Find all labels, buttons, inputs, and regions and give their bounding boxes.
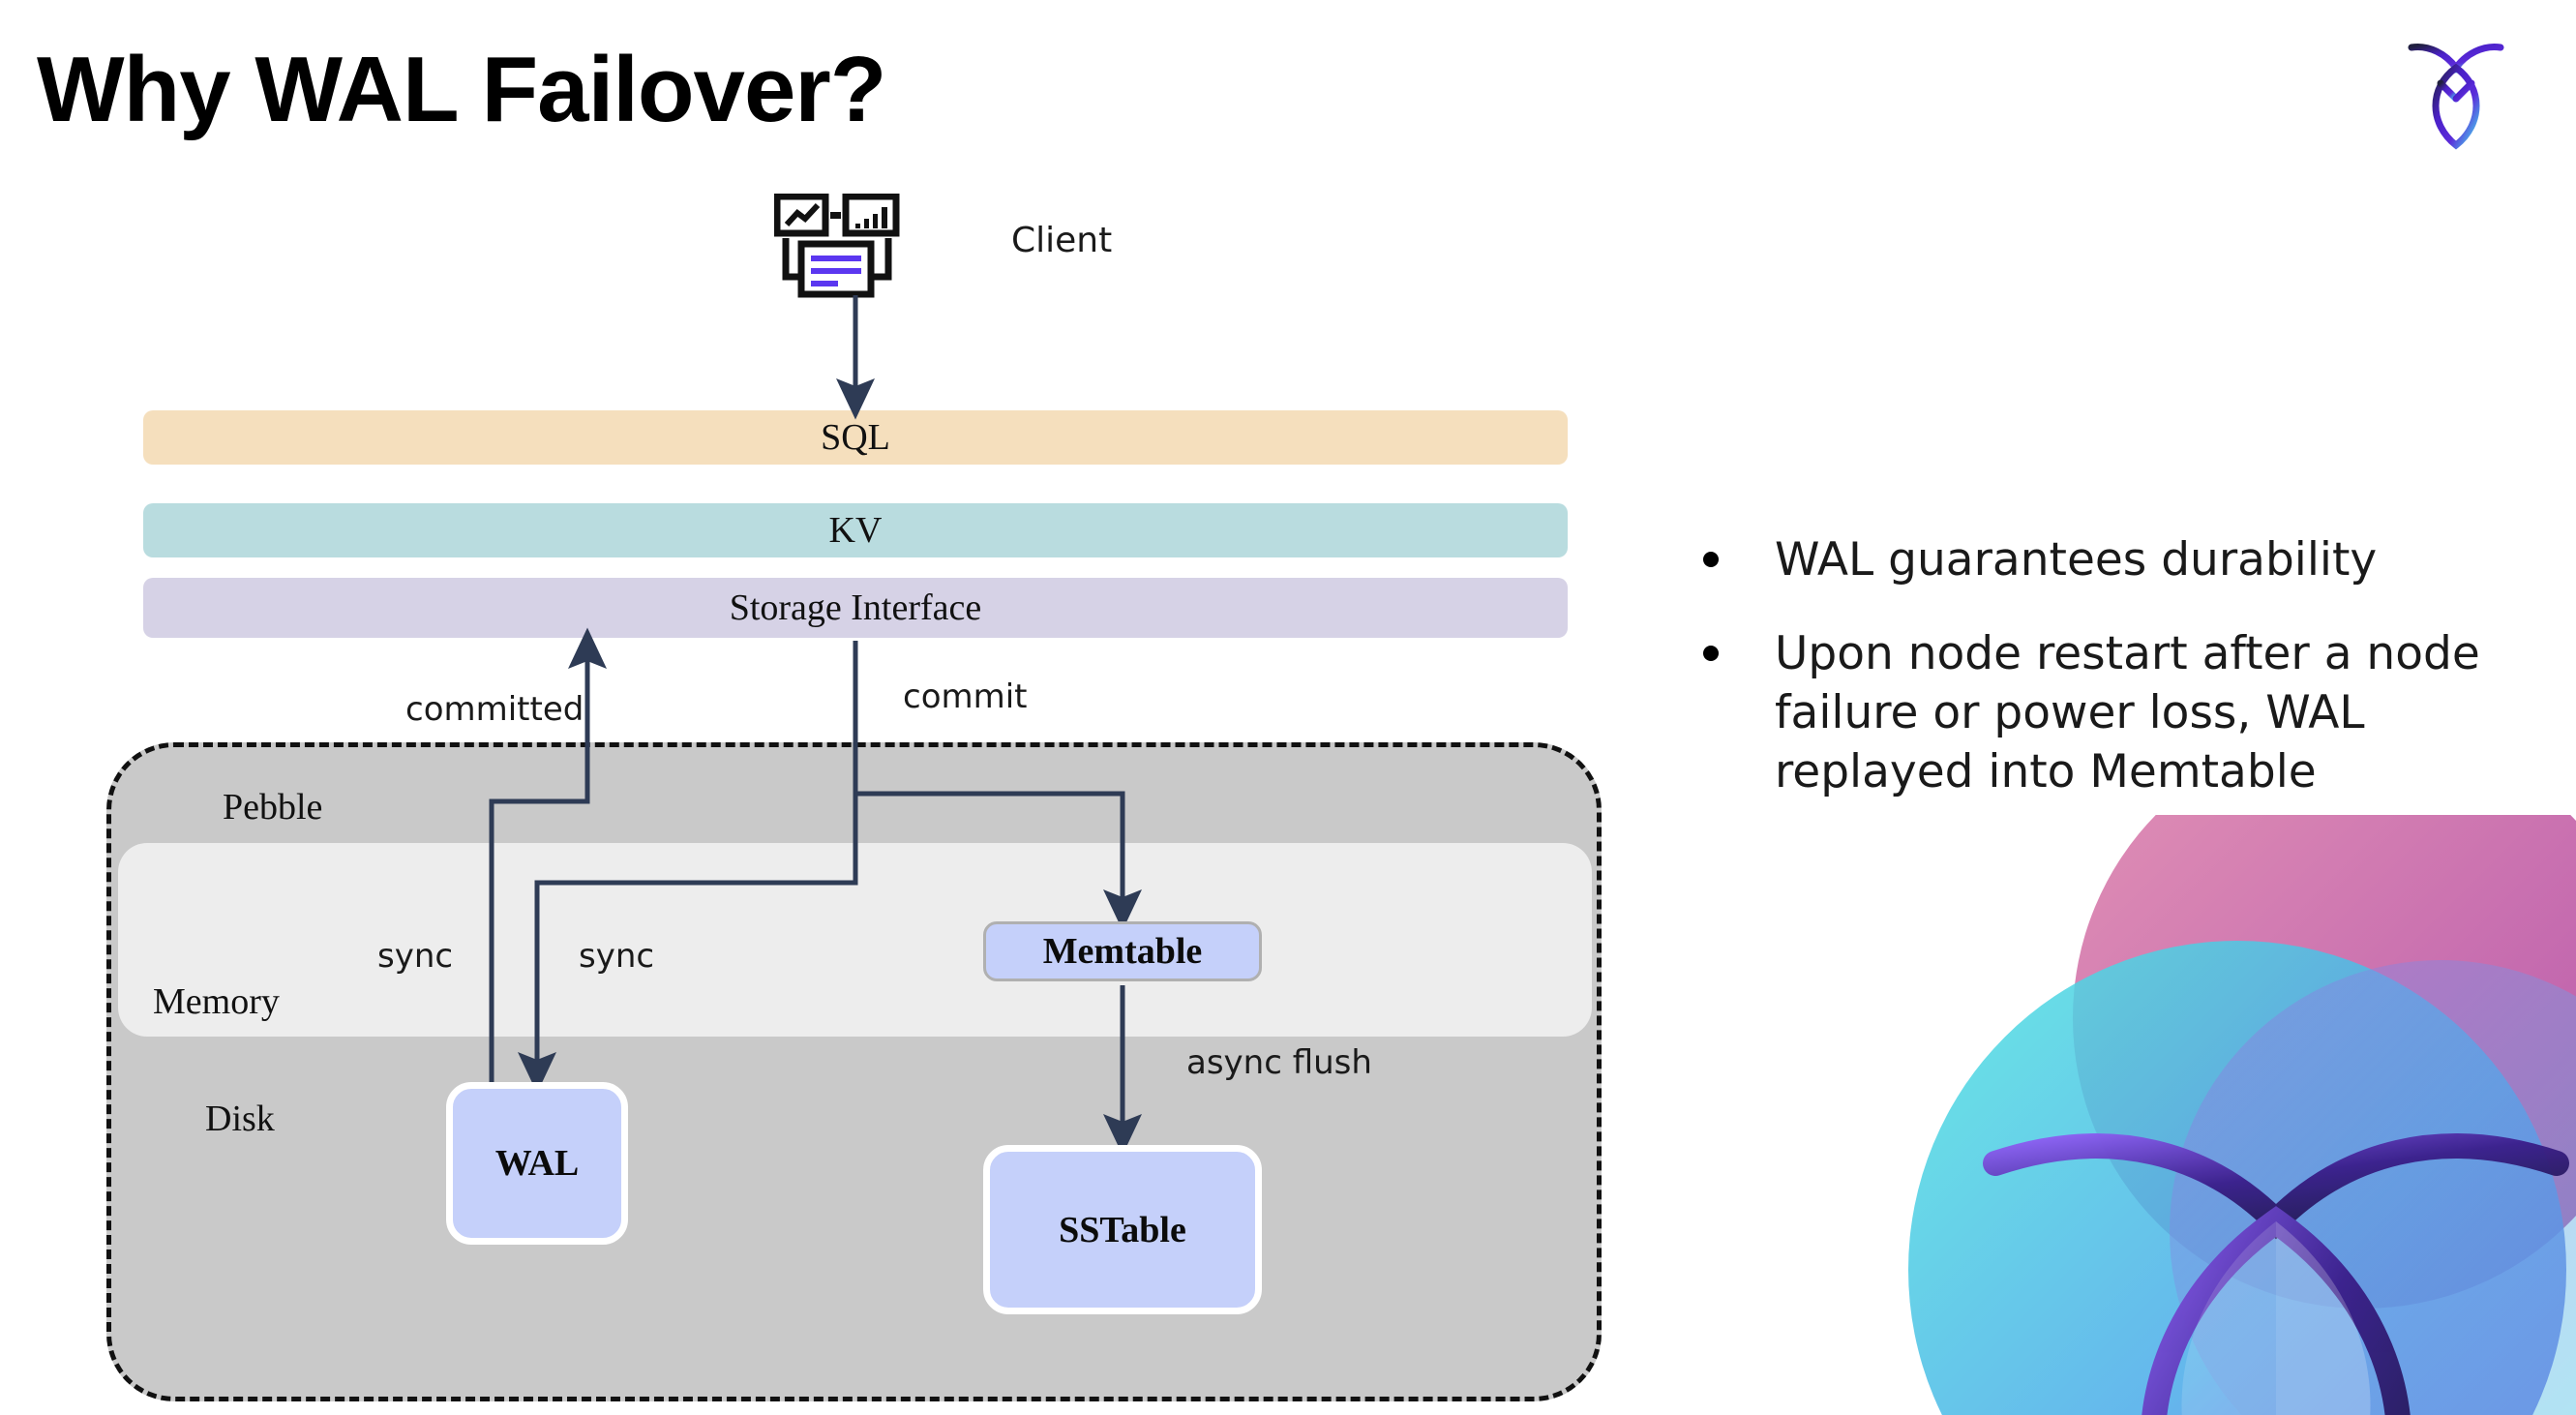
client-device-icon [773,193,929,319]
disk-label: Disk [205,1099,275,1139]
edge-label-commit: commit [903,677,1028,716]
layer-label-kv: KV [828,510,883,551]
pebble-label: Pebble [223,787,323,828]
bullet-text: WAL guarantees durability [1775,533,2378,587]
layer-bar-kv: KV [143,503,1568,557]
edge-label-sync-left: sync [377,937,454,976]
layer-label-sql: SQL [821,417,890,458]
bullet-list: WAL guarantees durability Upon node rest… [1703,530,2506,836]
decorative-watermark [1821,815,2576,1415]
wal-label: WAL [494,1143,580,1184]
client-label: Client [1011,221,1113,260]
layer-label-storage-interface: Storage Interface [729,587,982,628]
memory-label: Memory [153,981,280,1022]
sstable-label: SSTable [1059,1209,1186,1250]
bullet-text: Upon node restart after a node failure o… [1775,627,2480,799]
edge-label-sync-right: sync [579,937,655,976]
bullet-dot-icon [1703,552,1719,567]
wal-box: WAL [446,1082,628,1245]
cockroachdb-logo-icon [2398,31,2514,151]
sstable-box: SSTable [983,1145,1262,1314]
pebble-container [106,742,1602,1401]
memtable-box: Memtable [983,921,1262,981]
edge-label-async-flush: async flush [1186,1043,1372,1082]
layer-bar-sql: SQL [143,410,1568,465]
page-title: Why WAL Failover? [37,38,886,141]
memtable-label: Memtable [1042,931,1203,972]
bullet-dot-icon [1703,646,1719,662]
list-item: Upon node restart after a node failure o… [1703,624,2506,801]
memory-region [118,843,1592,1037]
layer-bar-storage-interface: Storage Interface [143,578,1568,638]
list-item: WAL guarantees durability [1703,530,2506,589]
edge-label-committed: committed [405,690,584,729]
